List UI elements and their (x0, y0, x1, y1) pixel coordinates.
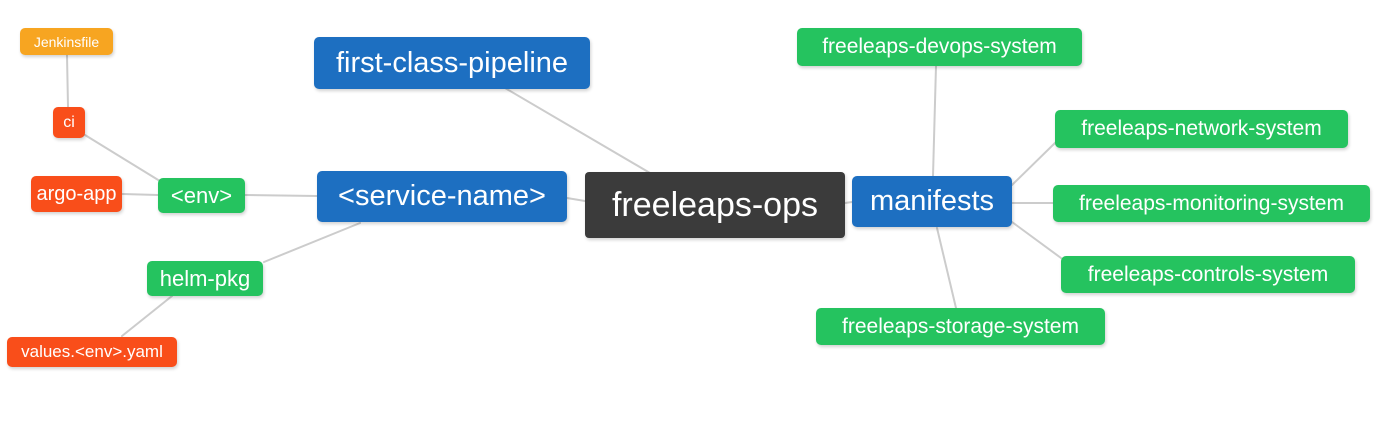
node-env[interactable]: <env> (158, 178, 245, 213)
node-manifests[interactable]: manifests (852, 176, 1012, 227)
edge-service-name-helm-pkg (263, 222, 361, 263)
node-freeleaps-monitoring-system[interactable]: freeleaps-monitoring-system (1053, 185, 1370, 222)
node-freeleaps-ops-root[interactable]: freeleaps-ops (585, 172, 845, 238)
node-argo-app[interactable]: argo-app (31, 176, 122, 212)
node-devops-system-label: freeleaps-devops-system (822, 35, 1057, 58)
node-freeleaps-storage-system[interactable]: freeleaps-storage-system (816, 308, 1105, 345)
edge-first-class-pipeline-root (504, 87, 651, 174)
node-helm-pkg[interactable]: helm-pkg (147, 261, 263, 296)
node-controls-system-label: freeleaps-controls-system (1087, 262, 1329, 286)
node-values-env-yaml-label: values.<env>.yaml (21, 342, 163, 361)
node-env-label: <env> (170, 182, 233, 208)
node-first-class-pipeline[interactable]: first-class-pipeline (314, 37, 590, 89)
edge-manifests-controls-system (1011, 221, 1062, 259)
node-ci[interactable]: ci (53, 107, 85, 138)
edge-jenkinsfile-ci (66, 54, 69, 108)
node-helm-pkg-label: helm-pkg (159, 265, 251, 291)
node-freeleaps-ops-label: freeleaps-ops (611, 185, 818, 224)
node-jenkinsfile-label: Jenkinsfile (33, 33, 100, 50)
edge-env-service-name (244, 194, 318, 197)
node-freeleaps-controls-system[interactable]: freeleaps-controls-system (1061, 256, 1355, 293)
edge-root-manifests (844, 201, 853, 204)
edge-manifests-devops-system (932, 65, 937, 177)
node-jenkinsfile[interactable]: Jenkinsfile (20, 28, 113, 55)
edge-argo-app-env (121, 193, 159, 196)
node-manifests-label: manifests (869, 185, 995, 217)
edge-manifests-network-system (1011, 140, 1058, 186)
edge-helm-pkg-values-env-yaml (121, 295, 173, 337)
node-storage-system-label: freeleaps-storage-system (842, 314, 1079, 338)
node-network-system-label: freeleaps-network-system (1081, 117, 1322, 140)
node-first-class-pipeline-label: first-class-pipeline (335, 46, 569, 79)
node-freeleaps-network-system[interactable]: freeleaps-network-system (1055, 110, 1348, 148)
node-service-name-label: <service-name> (338, 180, 546, 212)
edge-manifests-storage-system (936, 227, 957, 309)
node-ci-label: ci (63, 113, 75, 131)
node-service-name[interactable]: <service-name> (317, 171, 567, 222)
edge-service-name-root (566, 197, 586, 202)
node-monitoring-system-label: freeleaps-monitoring-system (1079, 191, 1344, 215)
node-values-env-yaml[interactable]: values.<env>.yaml (7, 337, 177, 367)
node-argo-app-label: argo-app (36, 182, 117, 205)
node-freeleaps-devops-system[interactable]: freeleaps-devops-system (797, 28, 1082, 66)
